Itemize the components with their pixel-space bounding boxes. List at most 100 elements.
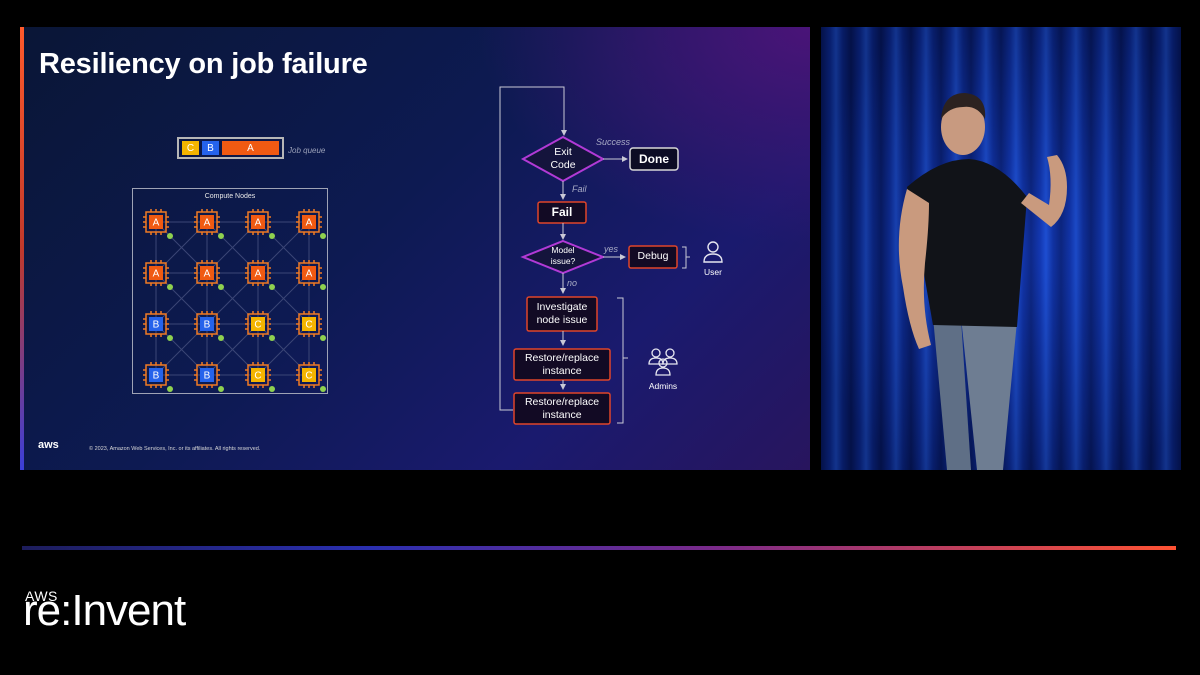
node-job-label: B <box>204 320 211 331</box>
model-issue-label: Model issue? <box>550 245 576 266</box>
done-box <box>629 147 679 171</box>
debug-label: Debug <box>637 250 669 262</box>
node-job-label: A <box>306 218 313 229</box>
compute-node: C <box>296 311 326 341</box>
node-status-dot <box>218 386 224 392</box>
job-queue-item: B <box>202 141 219 155</box>
node-status-dot <box>269 386 275 392</box>
copyright-text: © 2023, Amazon Web Services, Inc. or its… <box>89 446 261 452</box>
node-status-dot <box>218 284 224 290</box>
speaker-video-feed <box>821 27 1181 470</box>
admins-label: Admins <box>648 381 678 391</box>
node-link <box>257 323 310 376</box>
node-job-label: C <box>305 320 312 331</box>
compute-node: A <box>245 260 275 290</box>
brand-event-text: re:Invent <box>23 586 186 635</box>
compute-nodes-title: Compute Nodes <box>204 193 256 200</box>
restore-box-1 <box>513 348 611 381</box>
brand-aws-text: AWS <box>25 588 58 604</box>
admins-bracket <box>617 297 628 424</box>
node-job-label: B <box>204 371 211 382</box>
node-status-dot <box>320 233 326 239</box>
speaker-figure <box>898 93 1067 470</box>
restore-box-2 <box>513 392 611 425</box>
compute-node: A <box>194 209 224 239</box>
node-link <box>155 221 208 274</box>
node-status-dot <box>218 233 224 239</box>
fail-edge-label: Fail <box>572 184 587 194</box>
compute-node: A <box>296 260 326 290</box>
node-job-label: A <box>204 269 211 280</box>
debug-box <box>628 245 678 269</box>
restore-label-2: Restore/replace instance <box>524 396 600 421</box>
compute-node: A <box>143 260 173 290</box>
fail-label: Fail <box>551 205 573 219</box>
node-link <box>155 323 208 376</box>
node-job-label: C <box>254 371 261 382</box>
node-job-label: A <box>153 218 160 229</box>
no-label: no <box>567 278 578 288</box>
restore-label-1: Restore/replace instance <box>524 352 600 377</box>
admins-icon <box>648 348 678 376</box>
slide-title: Resiliency on job failure <box>39 48 368 80</box>
node-job-label: C <box>305 371 312 382</box>
yes-label: yes <box>604 244 619 254</box>
node-job-label: A <box>306 269 313 280</box>
job-queue-item: C <box>182 141 199 155</box>
compute-node: B <box>194 362 224 392</box>
compute-node: A <box>245 209 275 239</box>
brand-divider <box>22 546 1176 550</box>
node-job-label: B <box>153 371 160 382</box>
compute-nodes-box: Compute Nodes A A A A A A A A B B C C B B C C <box>132 188 328 394</box>
user-bracket <box>682 246 690 269</box>
compute-node: A <box>143 209 173 239</box>
node-status-dot <box>167 335 173 341</box>
node-job-label: A <box>204 218 211 229</box>
node-status-dot <box>167 386 173 392</box>
node-job-label: A <box>255 218 262 229</box>
investigate-label: Investigate node issue <box>536 301 588 326</box>
aws-logo: aws <box>38 439 59 451</box>
compute-node: C <box>245 311 275 341</box>
compute-node: C <box>296 362 326 392</box>
user-icon <box>703 241 723 263</box>
node-job-label: A <box>153 269 160 280</box>
node-job-label: C <box>254 320 261 331</box>
fail-box <box>537 201 587 224</box>
node-job-label: B <box>153 320 160 331</box>
compute-node: B <box>143 311 173 341</box>
node-status-dot <box>167 233 173 239</box>
node-status-dot <box>218 335 224 341</box>
node-link <box>206 323 259 376</box>
compute-node: B <box>194 311 224 341</box>
compute-node: C <box>245 362 275 392</box>
compute-node: A <box>194 260 224 290</box>
done-label: Done <box>639 152 669 166</box>
node-link <box>257 221 310 274</box>
investigate-box <box>526 296 598 332</box>
node-status-dot <box>320 386 326 392</box>
user-label: User <box>704 267 722 277</box>
presentation-slide: Resiliency on job failure C B A Job queu… <box>20 27 810 470</box>
compute-nodes-grid: A A A A A A A A B B C C B B C C <box>143 209 326 392</box>
node-link <box>206 221 259 274</box>
node-status-dot <box>320 284 326 290</box>
failure-flowchart <box>499 86 723 425</box>
node-link <box>206 272 259 325</box>
node-status-dot <box>320 335 326 341</box>
job-queue: C B A <box>177 137 284 159</box>
node-status-dot <box>269 233 275 239</box>
job-queue-label: Job queue <box>288 146 326 155</box>
compute-node: B <box>143 362 173 392</box>
job-queue-item: A <box>222 141 279 155</box>
node-job-label: A <box>255 269 262 280</box>
node-link <box>257 272 310 325</box>
node-status-dot <box>167 284 173 290</box>
compute-node: A <box>296 209 326 239</box>
node-status-dot <box>269 335 275 341</box>
success-label: Success <box>596 137 631 147</box>
slide-accent-bar <box>20 27 24 470</box>
node-link <box>155 272 208 325</box>
exit-code-label: Exit Code <box>550 146 576 171</box>
node-status-dot <box>269 284 275 290</box>
